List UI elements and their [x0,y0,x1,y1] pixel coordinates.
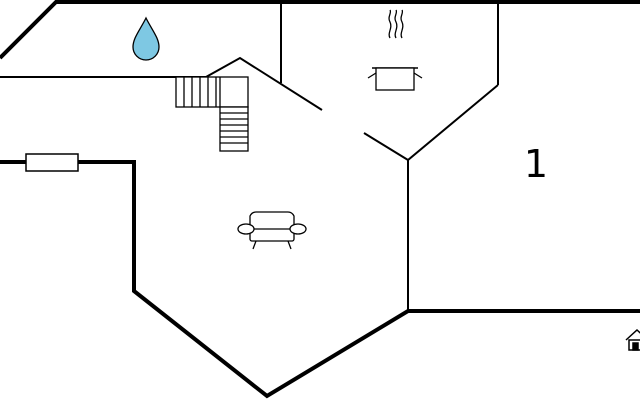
stairs-icon [175,76,249,152]
cooking-pot-icon [367,9,423,91]
lower-left-wall [0,160,640,399]
house-entrance-icon [625,328,640,351]
sofa-icon [237,211,307,250]
room-label: 1 [524,142,548,186]
window-symbol [25,153,79,172]
kitchen-lower-wall [363,84,499,162]
interior-walls [0,2,499,311]
stair-slope-wall [205,56,323,111]
water-drop-icon [132,16,160,61]
top-wall [0,0,640,60]
